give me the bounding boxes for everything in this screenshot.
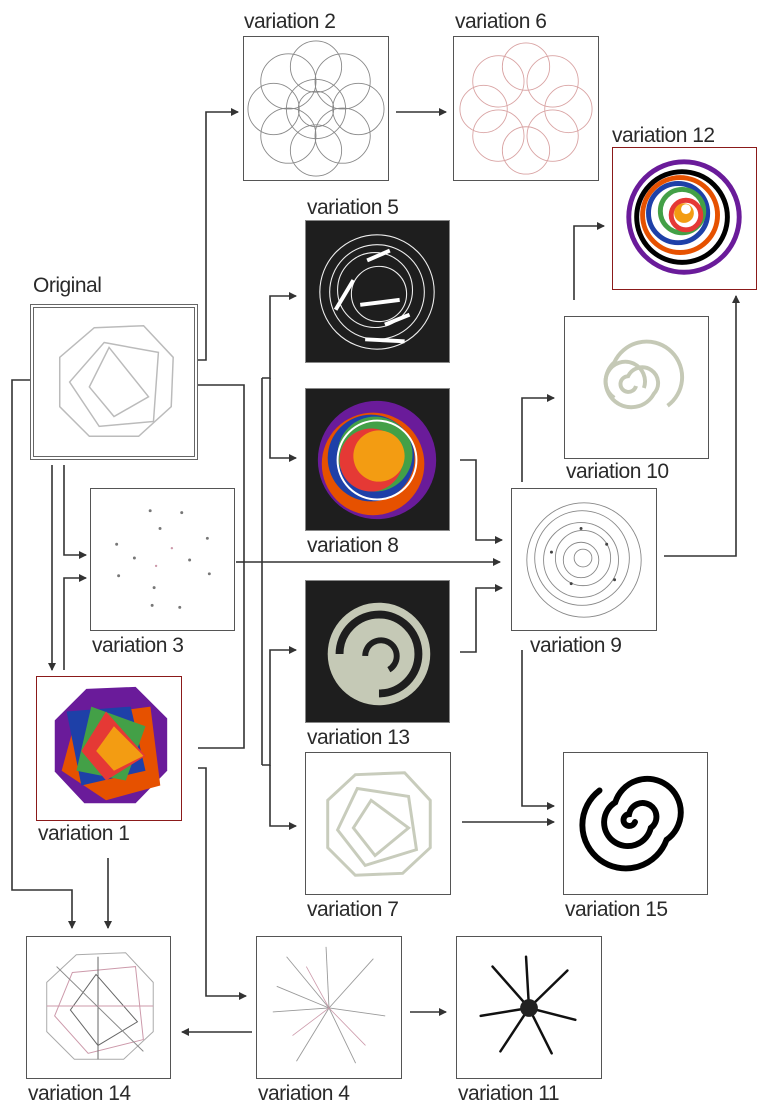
wire-branch-to-variation8 bbox=[269, 378, 297, 462]
label-original: Original bbox=[33, 274, 102, 297]
black-spiral-icon bbox=[563, 752, 708, 895]
label-variation3: variation 3 bbox=[92, 634, 184, 657]
wire-variation10-to-variation12 bbox=[573, 222, 605, 300]
label-variation2: variation 2 bbox=[244, 10, 336, 33]
wire-original-to-variation2 bbox=[198, 108, 239, 361]
wire-original-to-variation3 bbox=[63, 465, 87, 559]
wire-variation13-to-variation9 bbox=[460, 584, 503, 653]
overlay-octagon-icon bbox=[26, 936, 171, 1079]
label-variation11: variation 11 bbox=[458, 1082, 560, 1105]
wire-variation1-to-branch bbox=[198, 562, 245, 749]
label-variation6: variation 6 bbox=[455, 10, 547, 33]
label-variation7: variation 7 bbox=[307, 898, 399, 921]
white-rings-icon bbox=[305, 220, 450, 363]
wire-branch-to-variation13 bbox=[262, 646, 297, 766]
wire-variation9-to-variation12 bbox=[664, 295, 740, 557]
dark-star-icon bbox=[456, 936, 602, 1079]
label-variation10: variation 10 bbox=[566, 460, 669, 483]
label-variation15: variation 15 bbox=[565, 898, 668, 921]
colored-octagon-icon bbox=[36, 676, 182, 821]
label-variation4: variation 4 bbox=[258, 1082, 350, 1105]
red-circles-icon bbox=[453, 36, 599, 181]
label-variation14: variation 14 bbox=[28, 1082, 131, 1105]
wire-original-to-variation14 bbox=[11, 379, 76, 929]
swirl-icon bbox=[305, 580, 450, 723]
wire-variation9-to-variation15 bbox=[521, 650, 555, 810]
wire-variation1-to-variation3 bbox=[63, 574, 87, 670]
octagon-lines-icon bbox=[30, 304, 198, 460]
dots-icon bbox=[90, 488, 235, 631]
wire-variation9-to-variation10 bbox=[521, 394, 555, 482]
wire-branch-to-variation5 bbox=[262, 292, 297, 379]
gray-spiral-icon bbox=[564, 316, 709, 459]
wire-original-to-variation9 bbox=[198, 384, 501, 566]
spiral-lines-icon bbox=[511, 488, 657, 631]
label-variation9: variation 9 bbox=[530, 634, 622, 657]
label-variation8: variation 8 bbox=[307, 534, 399, 557]
wire-branch-to-variation7 bbox=[269, 765, 297, 830]
label-variation12: variation 12 bbox=[612, 124, 715, 147]
colored-spiral-icon bbox=[612, 147, 757, 290]
wire-variation1-to-variation4 bbox=[198, 767, 247, 1000]
pale-rose-icon bbox=[305, 752, 451, 895]
label-variation5: variation 5 bbox=[307, 196, 399, 219]
circles-icon bbox=[243, 36, 389, 181]
colored-rings-icon bbox=[305, 388, 450, 531]
wire-variation8-to-variation9 bbox=[460, 459, 503, 544]
label-variation13: variation 13 bbox=[307, 726, 410, 749]
star-lines-icon bbox=[256, 936, 402, 1079]
label-variation1: variation 1 bbox=[38, 822, 130, 845]
